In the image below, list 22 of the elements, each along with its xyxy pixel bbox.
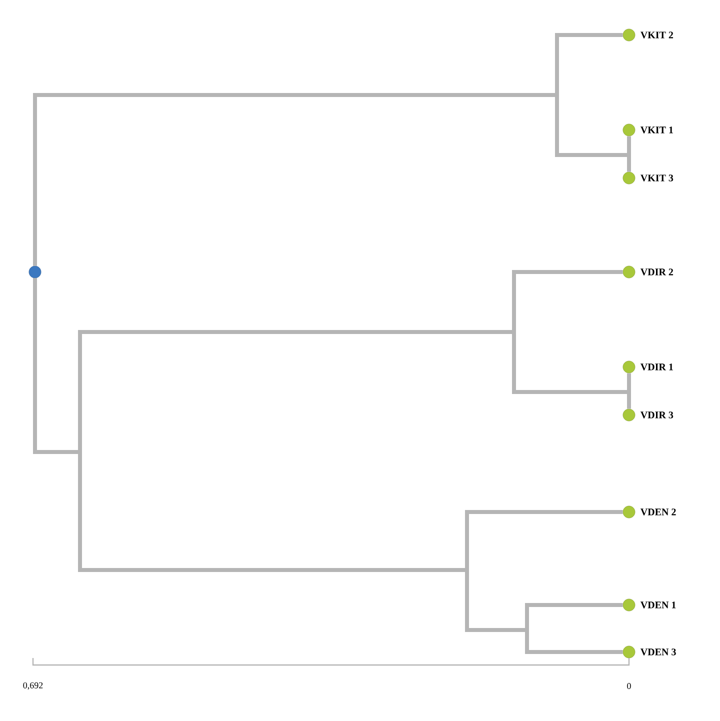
leaf-label: VDIR 3: [640, 412, 674, 418]
tree-branch: [33, 93, 631, 268]
leaf-label: VKIT 3: [640, 174, 674, 182]
leaf-label: VKIT 1: [640, 126, 673, 134]
leaf-label: VDEN 1: [640, 602, 676, 608]
axis-label: 0,692: [23, 682, 43, 690]
leaf-dot: [622, 172, 636, 184]
leaf-dot: [622, 124, 636, 136]
root-dot: [28, 266, 42, 278]
leaf-label: VKIT 2: [640, 32, 674, 38]
leaf-dot: [622, 360, 636, 374]
leaf-dot: [622, 598, 636, 612]
leaf-dot: [622, 28, 636, 42]
leaf-dot: [622, 506, 636, 518]
leaf-label: VDEN 3: [640, 648, 676, 656]
leaf-label: VDEN 2: [640, 508, 676, 516]
leaf-label: VDIR 1: [640, 364, 673, 370]
leaf-dot: [622, 408, 636, 422]
leaf-dot: [622, 266, 636, 278]
leaf-label: VDIR 2: [640, 268, 674, 276]
leaf-dot: [622, 646, 636, 658]
axis-label: 0: [627, 682, 631, 690]
